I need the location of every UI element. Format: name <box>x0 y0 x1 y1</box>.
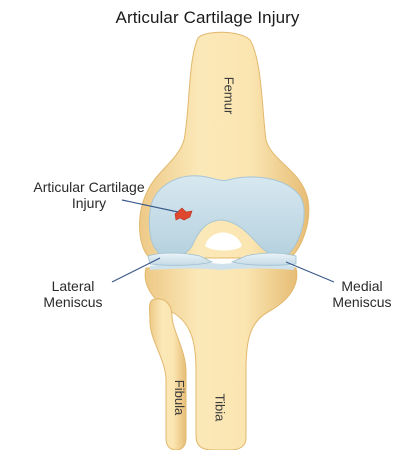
fibula-bone <box>150 299 187 450</box>
label-medial-line2: Meniscus <box>316 294 408 310</box>
diagram-title: Articular Cartilage Injury <box>0 8 415 28</box>
label-medial-meniscus: Medial Meniscus <box>316 278 408 310</box>
label-articular-cartilage-injury: Articular Cartilage Injury <box>14 179 164 211</box>
label-injury-line2: Injury <box>14 195 164 211</box>
label-tibia: Tibia <box>212 394 227 422</box>
label-medial-line1: Medial <box>316 278 408 294</box>
label-injury-line1: Articular Cartilage <box>14 179 164 195</box>
label-lateral-line1: Lateral <box>28 278 118 294</box>
label-fibula: Fibula <box>172 380 187 415</box>
label-femur: Femur <box>221 77 236 115</box>
label-lateral-meniscus: Lateral Meniscus <box>28 278 118 310</box>
label-lateral-line2: Meniscus <box>28 294 118 310</box>
